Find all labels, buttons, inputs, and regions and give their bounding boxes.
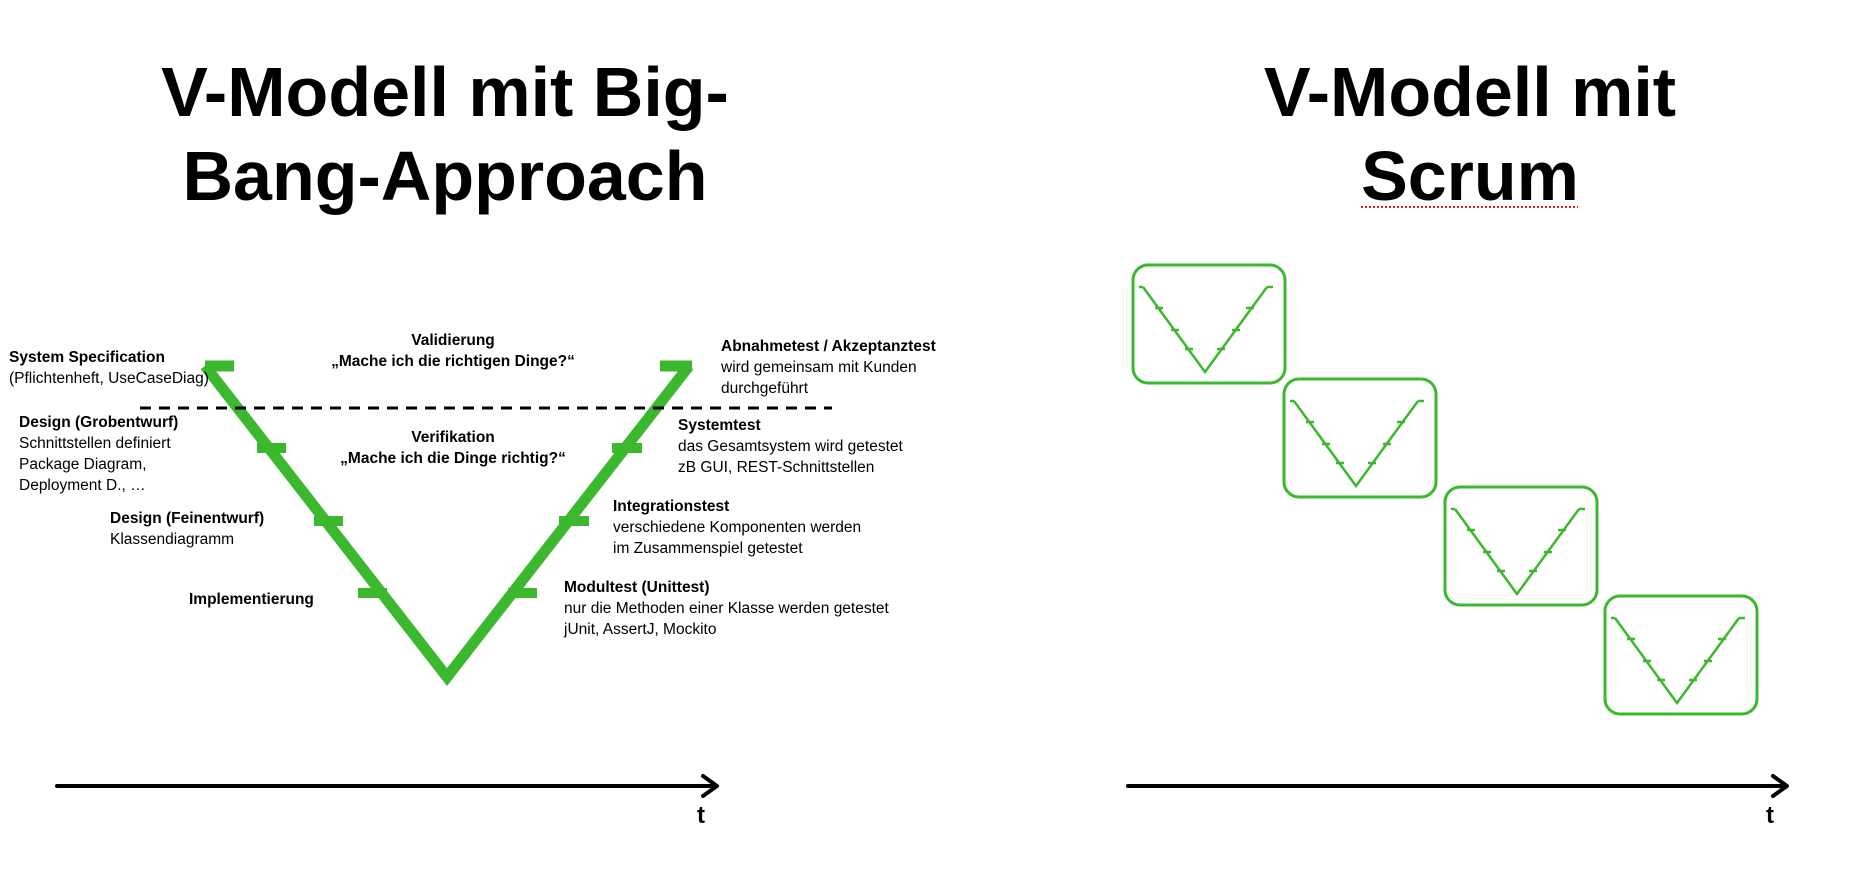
sprint-box bbox=[1443, 485, 1599, 607]
verifikation-question: „Mache ich die Dinge richtig?“ bbox=[340, 450, 566, 467]
modultest-line1: nur die Methoden einer Klasse werden get… bbox=[564, 600, 889, 617]
design-grobentwurf-line3: Deployment D., … bbox=[19, 477, 146, 494]
sprint-box bbox=[1603, 594, 1759, 716]
big-v-shape bbox=[200, 362, 694, 686]
mini-v-shape bbox=[1141, 286, 1269, 375]
sprint-box bbox=[1282, 377, 1438, 499]
verifikation-label: Verifikation „Mache ich die Dinge richti… bbox=[303, 427, 603, 469]
validierung-label: Validierung „Mache ich die richtigen Din… bbox=[303, 330, 603, 372]
right-title-line2-wrap: Scrum bbox=[1120, 134, 1820, 218]
system-specification-label: System Specification (Pflichtenheft, Use… bbox=[9, 347, 209, 389]
scrum-sprint-4 bbox=[1603, 594, 1759, 716]
system-specification-text: (Pflichtenheft, UseCaseDiag) bbox=[9, 370, 209, 387]
design-feinentwurf-label: Design (Feinentwurf) Klassendiagramm bbox=[110, 508, 264, 550]
modultest-heading: Modultest (Unittest) bbox=[564, 579, 710, 596]
mini-v-shape bbox=[1613, 617, 1741, 706]
big-v-model bbox=[200, 360, 694, 686]
left-axis-arrowhead bbox=[701, 774, 719, 798]
sprint-box bbox=[1131, 263, 1287, 385]
right-title-line1: V-Modell mit bbox=[1263, 53, 1677, 131]
implementierung-label: Implementierung bbox=[189, 589, 314, 610]
validierung-heading: Validierung bbox=[411, 332, 495, 349]
modultest-label: Modultest (Unittest) nur die Methoden ei… bbox=[564, 577, 889, 640]
systemtest-line2: zB GUI, REST-Schnittstellen bbox=[678, 459, 875, 476]
design-grobentwurf-line1: Schnittstellen definiert bbox=[19, 435, 171, 452]
implementierung-heading: Implementierung bbox=[189, 591, 314, 608]
verifikation-heading: Verifikation bbox=[411, 429, 495, 446]
right-title-line2: Scrum bbox=[1361, 137, 1579, 215]
modultest-line2: jUnit, AssertJ, Mockito bbox=[564, 621, 717, 638]
abnahmetest-line2: durchgeführt bbox=[721, 380, 809, 397]
abnahmetest-heading: Abnahmetest / Akzeptanztest bbox=[721, 338, 936, 355]
design-grobentwurf-line2: Package Diagram, bbox=[19, 456, 147, 473]
integrationstest-line1: verschiedene Komponenten werden bbox=[613, 519, 862, 536]
systemtest-heading: Systemtest bbox=[678, 417, 761, 434]
design-grobentwurf-heading: Design (Grobentwurf) bbox=[19, 414, 179, 431]
system-specification-heading: System Specification bbox=[9, 349, 165, 366]
integrationstest-heading: Integrationstest bbox=[613, 498, 730, 515]
scrum-sprint-2 bbox=[1282, 377, 1438, 499]
scrum-sprint-3 bbox=[1443, 485, 1599, 607]
right-time-axis bbox=[1126, 774, 1789, 798]
left-time-axis bbox=[55, 774, 719, 798]
left-title-line2: Bang-Approach bbox=[182, 137, 708, 215]
left-title-line1: V-Modell mit Big- bbox=[161, 53, 729, 131]
mini-v-shape bbox=[1453, 508, 1581, 597]
design-feinentwurf-text: Klassendiagramm bbox=[110, 531, 235, 548]
right-axis-arrowhead bbox=[1771, 774, 1789, 798]
abnahmetest-line1: wird gemeinsam mit Kunden bbox=[721, 359, 917, 376]
right-axis-t-label: t bbox=[1766, 802, 1774, 829]
left-title: V-Modell mit Big- Bang-Approach bbox=[95, 50, 795, 218]
mini-v-shape bbox=[1292, 400, 1420, 489]
systemtest-line1: das Gesamtsystem wird getestet bbox=[678, 438, 903, 455]
design-feinentwurf-heading: Design (Feinentwurf) bbox=[110, 510, 265, 527]
right-title: V-Modell mit Scrum bbox=[1120, 50, 1820, 218]
left-axis-t-label: t bbox=[697, 802, 705, 829]
integrationstest-line2: im Zusammenspiel getestet bbox=[613, 540, 803, 557]
integrationstest-label: Integrationstest verschiedene Komponente… bbox=[613, 496, 861, 559]
abnahmetest-label: Abnahmetest / Akzeptanztest wird gemeins… bbox=[721, 336, 936, 399]
scrum-sprint-1 bbox=[1131, 263, 1287, 385]
validierung-question: „Mache ich die richtigen Dinge?“ bbox=[331, 353, 575, 370]
design-grobentwurf-label: Design (Grobentwurf) Schnittstellen defi… bbox=[19, 412, 178, 496]
systemtest-label: Systemtest das Gesamtsystem wird geteste… bbox=[678, 415, 903, 478]
